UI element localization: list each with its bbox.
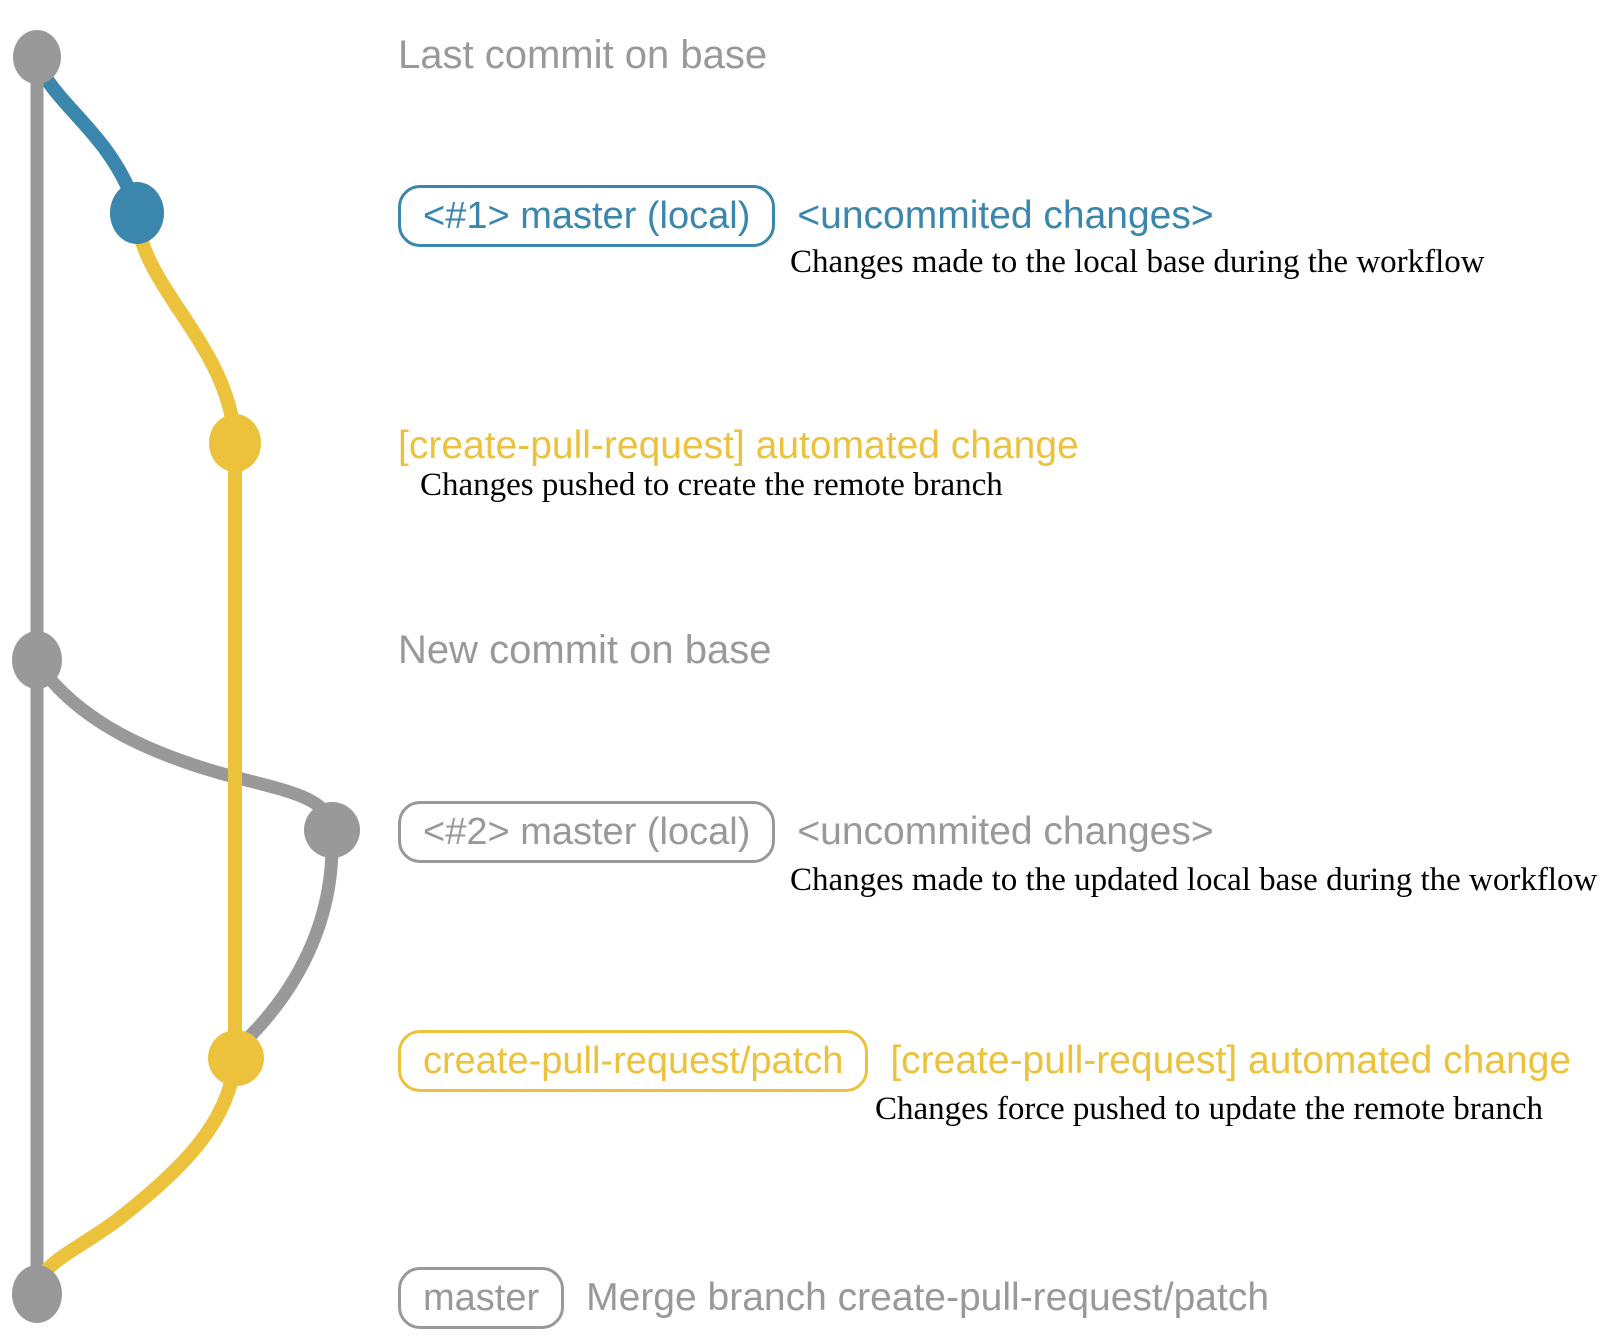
branch-badge-label: <#2> master (local) [423,810,751,853]
commit-dot-patch-2 [208,1030,264,1086]
description-local-changes-2: Changes made to the updated local base d… [790,862,1598,898]
branch-badge-label: master [423,1276,540,1319]
annotation-automated-change-1: [create-pull-request] automated change [398,424,1079,467]
description-automated-change-1: Changes pushed to create the remote bran… [420,467,1003,503]
local-branch-curve-2 [30,655,338,831]
description-local-changes-1: Changes made to the local base during th… [790,244,1485,280]
commit-dot-last-base [13,30,61,84]
patch-branch-curve-2 [30,1055,242,1299]
branch-badge-master-local-1: <#1> master (local) [398,185,776,247]
description-automated-change-2: Changes force pushed to update the remot… [875,1091,1544,1127]
patch-branch-curve-1 [130,213,242,447]
local-branch-curve-3 [231,831,339,1055]
annotation-uncommited-changes-2: <uncommited changes> [797,810,1214,853]
label-new-commit-on-base: New commit on base [398,628,772,672]
annotation-automated-change-2: [create-pull-request] automated change [890,1039,1572,1082]
commit-dot-local-1 [110,182,164,244]
commit-dot-new-base [12,631,62,689]
branch-badge-label: create-pull-request/patch [423,1039,844,1082]
commit-dot-merge [12,1265,62,1323]
branch-badge-master: master [398,1267,565,1329]
label-last-commit-on-base: Last commit on base [398,33,768,77]
commit-dot-patch-1 [209,414,261,472]
branch-badge-label: <#1> master (local) [423,194,751,237]
annotation-uncommited-changes-1: <uncommited changes> [797,194,1214,237]
commit-dot-local-2 [304,802,360,858]
branch-badge-create-pull-request-patch: create-pull-request/patch [398,1030,869,1092]
row-patch: create-pull-request/patch [create-pull-r… [398,1030,1571,1092]
branch-badge-master-local-2: <#2> master (local) [398,801,776,863]
local-branch-curve-1 [30,55,141,209]
annotation-merge-branch: Merge branch create-pull-request/patch [586,1276,1270,1319]
row-local-1: <#1> master (local) <uncommited changes> [398,185,1214,247]
row-local-2: <#2> master (local) <uncommited changes> [398,801,1214,863]
row-merge: master Merge branch create-pull-request/… [398,1267,1269,1329]
